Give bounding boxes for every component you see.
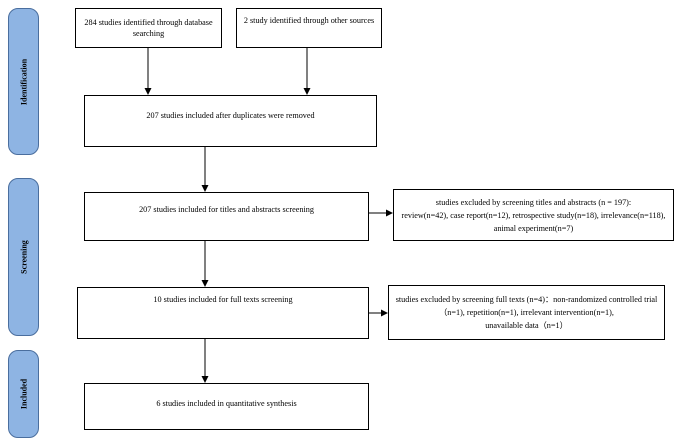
excluded-full-line-1: studies excluded by screening full texts…	[395, 295, 658, 304]
other-sources-line-1: 2 study identified through other sources	[243, 16, 375, 25]
database-search-box: 284 studies identified through database …	[75, 8, 222, 48]
phase-screening: Screening	[8, 178, 39, 336]
excluded-full-box: studies excluded by screening full texts…	[388, 285, 665, 340]
excluded-titles-box: studies excluded by screening titles and…	[393, 189, 674, 241]
phase-included: Included	[8, 350, 39, 438]
phase-included-label: Included	[19, 378, 28, 410]
excluded-titles-line-3: animal experiment(n=7)	[493, 224, 574, 233]
titles-abstracts-box: 207 studies included for titles and abst…	[84, 192, 369, 241]
excluded-titles-line-1: studies excluded by screening titles and…	[435, 198, 632, 207]
phase-identification-label: Identification	[19, 58, 28, 105]
excluded-full-line-2: （n=1), repetition(n=1), irrelevant inter…	[439, 308, 614, 317]
excluded-full-line-3: unavailable data（n=1）	[485, 321, 568, 330]
titles-abstracts-line-1: 207 studies included for titles and abst…	[139, 205, 314, 214]
phase-identification: Identification	[8, 8, 39, 155]
full-texts-box: 10 studies included for full texts scree…	[77, 287, 369, 339]
other-sources-box: 2 study identified through other sources	[236, 8, 382, 48]
excluded-titles-line-2: review(n=42), case report(n=12), retrosp…	[401, 211, 666, 220]
full-texts-line-1: 10 studies included for full texts scree…	[153, 295, 293, 304]
quantitative-synthesis-box: 6 studies included in quantitative synth…	[84, 383, 369, 430]
quantitative-line-1: 6 studies included in quantitative synth…	[156, 399, 297, 408]
after-duplicates-line-1: 207 studies included after duplicates we…	[146, 111, 315, 120]
phase-screening-label: Screening	[19, 240, 28, 274]
after-duplicates-box: 207 studies included after duplicates we…	[84, 95, 377, 147]
database-search-line-1: 284 studies identified through database	[84, 18, 213, 27]
database-search-line-2: searching	[132, 29, 165, 38]
